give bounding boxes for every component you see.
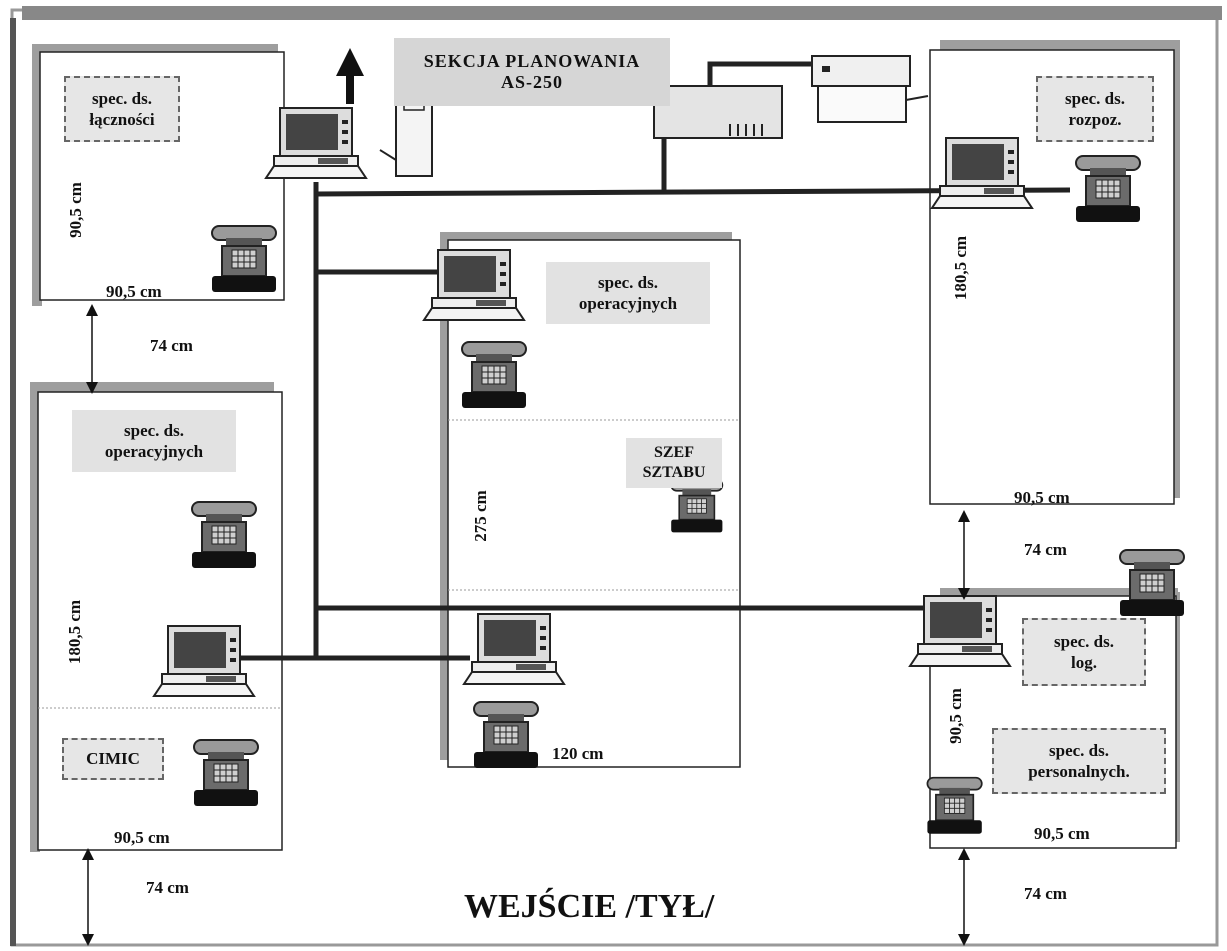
upload-arrow-icon xyxy=(336,48,364,104)
phone-icon xyxy=(211,225,277,293)
dim-br-gap: 74 cm xyxy=(1024,884,1067,903)
dim-br-horizontal: 90,5 cm xyxy=(1034,824,1090,843)
section-header: SEKCJA PLANOWANIA AS-250 xyxy=(394,38,670,106)
dim-tl-vertical: 90,5 cm xyxy=(66,182,85,238)
phone-icon xyxy=(193,739,259,807)
computer-icon xyxy=(931,137,1033,209)
entrance-title: WEJŚCIE /TYŁ/ xyxy=(464,888,715,925)
label-szef-sztabu: SZEF SZTABU xyxy=(626,438,722,488)
dim-tl-horizontal: 90,5 cm xyxy=(106,282,162,301)
dim-left-horizontal: 90,5 cm xyxy=(114,828,170,847)
section-header-line2: AS-250 xyxy=(500,72,563,92)
label-spec-lacznosci: spec. ds. łączności xyxy=(64,76,180,142)
phone-icon xyxy=(1075,155,1141,223)
dimension-arrows xyxy=(82,304,970,946)
dim-tl-gap: 74 cm xyxy=(150,336,193,355)
computer-icon xyxy=(463,613,565,685)
label-spec-rozpoz: spec. ds. rozpoz. xyxy=(1036,76,1154,142)
computer-icon xyxy=(423,249,525,321)
dim-center-vertical: 275 cm xyxy=(471,490,490,542)
section-header-line1: SEKCJA PLANOWANIA xyxy=(423,51,641,71)
dim-left-vertical: 180,5 cm xyxy=(65,599,84,665)
phone-icon xyxy=(191,501,257,569)
label-spec-operacyjnych-center: spec. ds. operacyjnych xyxy=(546,262,710,324)
dim-center-horizontal: 120 cm xyxy=(552,744,604,763)
label-spec-operacyjnych-left: spec. ds. operacyjnych xyxy=(72,410,236,472)
phone-icon xyxy=(1119,549,1185,617)
label-spec-log: spec. ds. log. xyxy=(1022,618,1146,686)
computer-icon xyxy=(153,625,255,697)
printer-icon xyxy=(811,55,929,123)
label-cimic: CIMIC xyxy=(62,738,164,780)
phone-icon xyxy=(473,701,539,769)
dim-tr-vertical: 180,5 cm xyxy=(951,235,970,301)
dim-tr-horizontal: 90,5 cm xyxy=(1014,488,1070,507)
phone-icon xyxy=(461,341,527,409)
phone-icon xyxy=(926,776,983,835)
label-spec-personalnych: spec. ds. personalnych. xyxy=(992,728,1166,794)
computer-icon xyxy=(909,595,1011,667)
network-switch-icon xyxy=(653,85,783,139)
dim-tr-gap: 74 cm xyxy=(1024,540,1067,559)
dim-br-vertical: 90,5 cm xyxy=(946,688,965,744)
computer-icon xyxy=(265,107,367,179)
dim-left-gap: 74 cm xyxy=(146,878,189,897)
